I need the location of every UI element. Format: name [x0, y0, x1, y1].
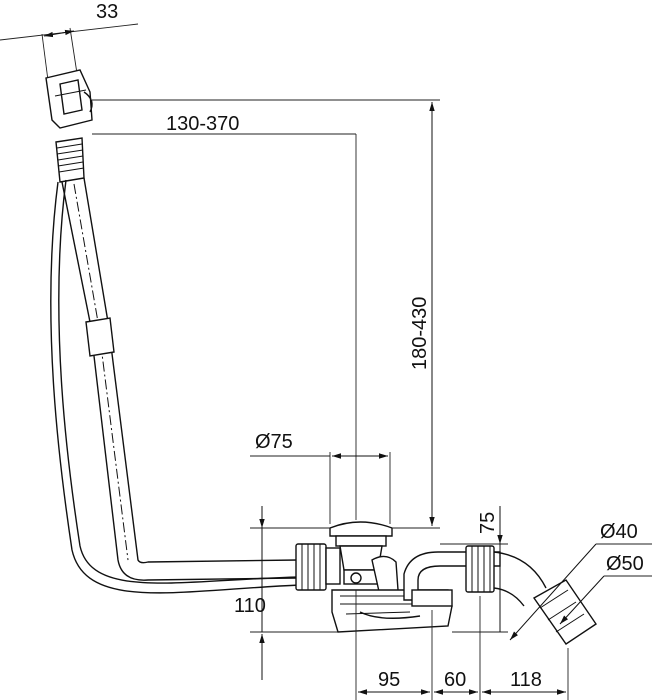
- dimension-horizontal-range: 130-370: [92, 113, 357, 520]
- dimension-base-height: 110: [234, 506, 338, 680]
- dim-label-95: 95: [378, 669, 400, 691]
- dim-label-d75: Ø75: [255, 431, 293, 453]
- dimension-vertical-range: 180-430: [92, 99, 440, 529]
- dim-label-d50: Ø50: [606, 553, 644, 575]
- overflow-thread: [55, 137, 85, 183]
- dim-label-110: 110: [234, 595, 266, 617]
- overflow-tube: [50, 177, 301, 594]
- overflow-head: [45, 69, 93, 129]
- dimension-top-offset: 33: [0, 1, 139, 97]
- dimension-drain-diameter: Ø75: [250, 431, 391, 524]
- dim-label-60: 60: [444, 669, 466, 691]
- dimension-bottom-chain: 95 60 118: [355, 590, 569, 700]
- drain-body: [295, 521, 597, 645]
- dim-label-d40: Ø40: [600, 521, 638, 543]
- dimension-overflow-height: 75: [440, 506, 508, 633]
- dimension-pipe-diameters: Ø40 Ø50: [509, 521, 652, 641]
- dim-label-33: 33: [96, 1, 118, 23]
- dim-label-118: 118: [510, 669, 542, 691]
- dim-label-130-370: 130-370: [166, 113, 239, 135]
- dim-label-180-430: 180-430: [409, 297, 431, 370]
- dim-label-75: 75: [477, 512, 499, 534]
